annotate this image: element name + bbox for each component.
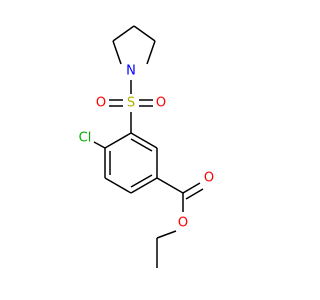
atom-label-oxygen: O xyxy=(178,216,188,231)
bond xyxy=(133,25,156,42)
atom-label-oxygen: O xyxy=(204,171,214,186)
bond xyxy=(130,174,153,188)
atom-label-oxygen: O xyxy=(156,96,166,111)
atom-label-chlorine: Cl xyxy=(79,131,92,146)
atom-labels: N S O O Cl O O xyxy=(79,64,214,231)
bond xyxy=(156,230,177,239)
bond xyxy=(130,177,158,194)
bond xyxy=(146,40,156,65)
bond xyxy=(185,188,204,200)
atom-label-oxygen: O xyxy=(96,96,106,111)
bond xyxy=(130,132,158,149)
bond xyxy=(104,132,132,149)
bond xyxy=(130,138,153,152)
bond xyxy=(93,141,106,149)
bonds xyxy=(93,25,204,268)
bond xyxy=(182,182,201,194)
molecule-structure: N S O O Cl O O xyxy=(79,25,214,268)
atom-label-nitrogen: N xyxy=(126,64,136,79)
atom-label-sulfur: S xyxy=(127,96,135,111)
bond xyxy=(112,25,135,42)
bond xyxy=(112,40,122,65)
bond xyxy=(104,177,132,194)
bond xyxy=(156,177,184,194)
